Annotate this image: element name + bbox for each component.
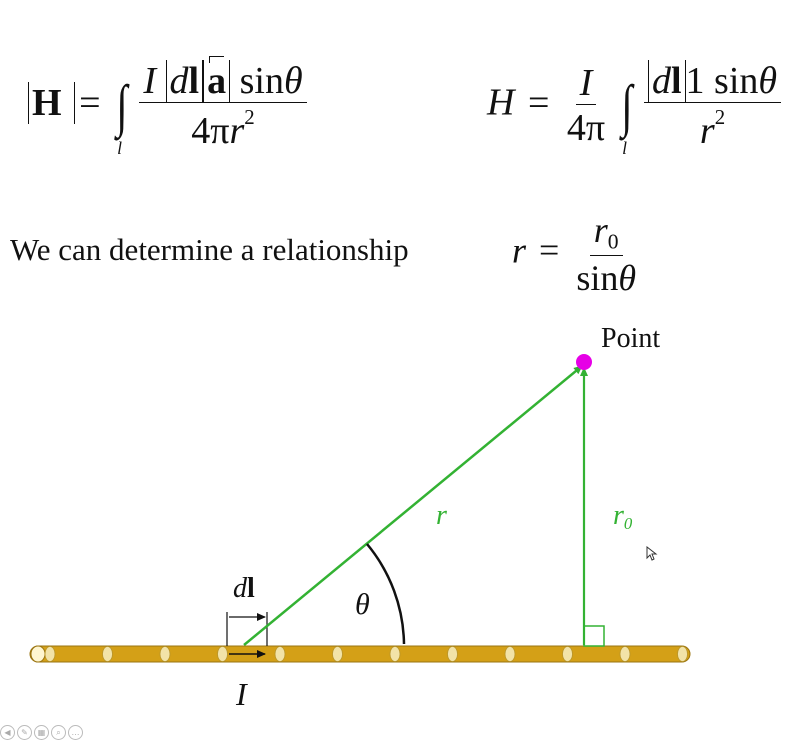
wire-bead	[447, 646, 458, 662]
denominator: r2	[699, 105, 726, 152]
theta-label: θ	[355, 588, 370, 621]
wire-bead	[677, 646, 688, 662]
wire-bead	[619, 646, 631, 662]
integral-limit: l	[117, 137, 122, 158]
pen-icon[interactable]: ✎	[17, 725, 32, 740]
wire-bead	[504, 646, 516, 662]
denominator: sinθ	[576, 258, 637, 299]
current-label: I	[236, 676, 247, 712]
integral-sign: ∫l	[620, 72, 633, 158]
point-label: Point	[601, 323, 661, 354]
wire-bead	[44, 646, 56, 662]
dl-magnitude: dl	[165, 60, 204, 102]
right-angle-marker	[583, 625, 605, 647]
four-pi: 4π	[566, 107, 606, 150]
equals-sign: =	[527, 81, 550, 124]
r-symbol: r	[512, 230, 527, 271]
wire-bead	[562, 646, 573, 662]
dl-label: dl	[233, 573, 255, 604]
equals-sign: =	[539, 230, 560, 271]
r-vector-line	[243, 365, 583, 646]
theta-arc	[366, 543, 406, 645]
four-pi: 4π	[191, 109, 230, 152]
r-label: r	[436, 500, 447, 531]
wire-bead	[217, 646, 228, 662]
theta-symbol: θ	[283, 60, 303, 102]
wire-bead	[274, 646, 286, 662]
wire-bead	[332, 646, 343, 662]
integral-sign: ∫l	[116, 72, 128, 158]
numerator: r0	[589, 212, 623, 257]
h-magnitude: H	[28, 81, 76, 124]
mouse-cursor-icon	[646, 546, 658, 561]
relationship-text: We can determine a relationship	[10, 232, 409, 267]
r-symbol: r	[229, 109, 245, 152]
more-icon[interactable]: …	[68, 725, 83, 740]
one-sin: 1 sin	[685, 60, 759, 102]
sin-function: sin	[239, 60, 284, 102]
current-carrying-wire	[29, 645, 691, 663]
presentation-toolbar: ◀ ✎ ▦ ⌕ …	[0, 725, 83, 741]
theta-symbol: θ	[758, 60, 778, 102]
h-symbol: H	[32, 81, 62, 124]
previous-icon[interactable]: ◀	[0, 725, 15, 740]
current-symbol: I	[575, 64, 597, 106]
wire-bead	[389, 646, 401, 662]
wire-bead	[102, 646, 113, 662]
h-symbol: H	[487, 81, 515, 124]
r-symbol: r	[699, 109, 715, 152]
r0-over-sin-theta: r0 sinθ	[572, 212, 640, 296]
r0-label: r0	[613, 500, 633, 534]
field-point-dot	[576, 354, 592, 370]
integral-limit: l	[621, 137, 627, 158]
denominator: 4πr2	[191, 105, 255, 152]
current-over-four-pi: I 4π	[563, 64, 609, 147]
slides-icon[interactable]: ▦	[34, 725, 49, 740]
current-symbol: I	[143, 60, 157, 102]
relationship-equation: r = r0 sinθ	[512, 212, 640, 296]
equals-sign: =	[79, 81, 101, 124]
dl-magnitude: dl	[647, 60, 686, 102]
zoom-icon[interactable]: ⌕	[51, 725, 66, 740]
a-hat-magnitude: a	[203, 56, 231, 102]
wire-bead	[159, 646, 171, 662]
